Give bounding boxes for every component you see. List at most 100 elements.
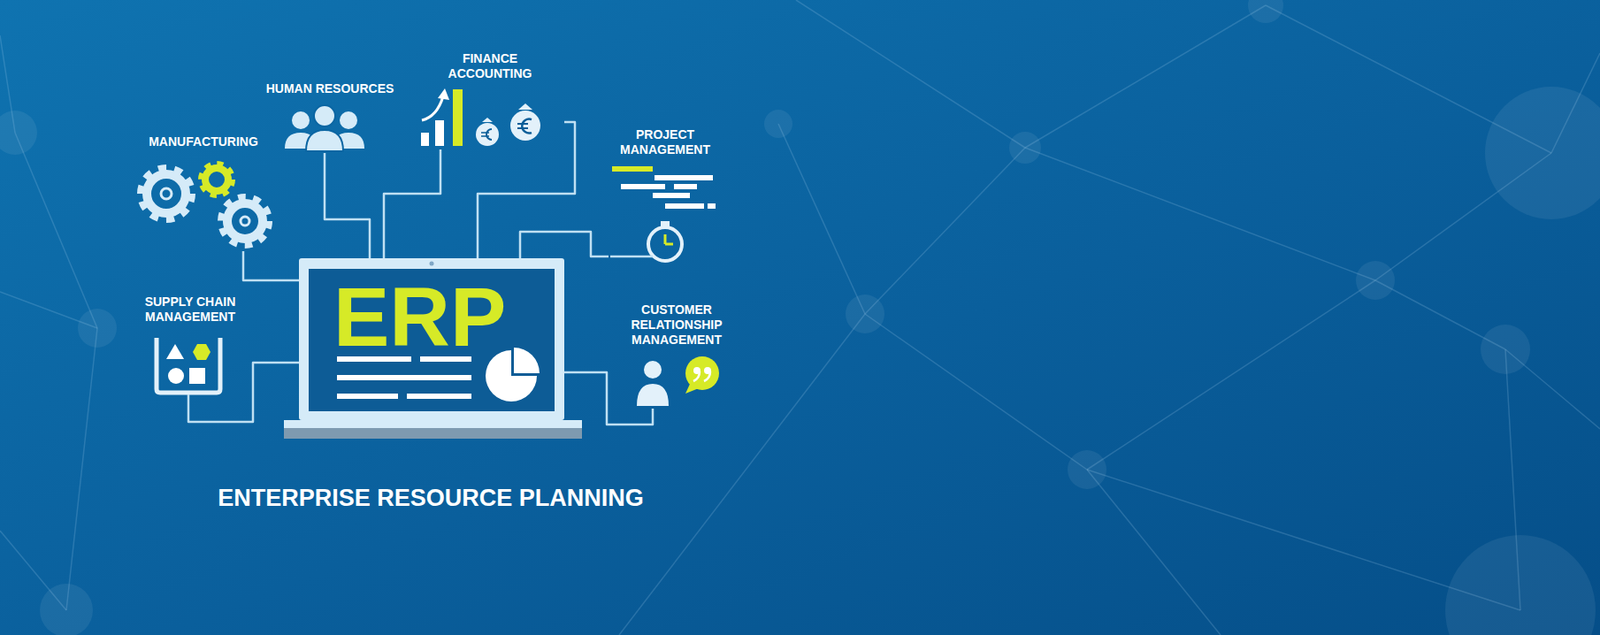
- network-line: [796, 0, 1026, 148]
- network-line: [865, 313, 1088, 470]
- gear-body: [227, 203, 263, 239]
- network-dot: [1355, 260, 1395, 300]
- network-dot: [1445, 535, 1596, 635]
- screen-title: ERP: [333, 275, 506, 360]
- network-line: [66, 328, 98, 611]
- wire-connector: [564, 372, 653, 425]
- network-line: [778, 123, 866, 314]
- supply-chain-icon: [156, 337, 221, 393]
- gantt-bar: [612, 166, 653, 172]
- wire-connector: [477, 122, 575, 259]
- gantt-bar: [620, 183, 666, 190]
- network-line: [1025, 5, 1266, 148]
- hexagon-shape: [192, 344, 211, 360]
- module-label: MANUFACTURING: [137, 132, 270, 150]
- gears-icon: [140, 163, 269, 245]
- network-dot: [845, 294, 885, 334]
- container: [156, 337, 221, 393]
- gantt-bar: [652, 192, 690, 199]
- speech-bubble: [685, 356, 720, 391]
- triangle-shape: [166, 344, 184, 360]
- quote-mark: [704, 371, 711, 382]
- caption: ENTERPRISE RESOURCE PLANNING: [121, 483, 741, 513]
- pie-slice: [513, 347, 540, 374]
- euro-sign: [517, 123, 529, 129]
- people-icon: [284, 105, 365, 152]
- laptop-base-edge: [283, 428, 582, 439]
- module-label: SUPPLY CHAIN MANAGEMENT: [137, 293, 244, 325]
- person-head: [643, 360, 662, 379]
- circle-shape: [168, 367, 184, 384]
- customer-icon: [636, 356, 720, 406]
- laptop-camera: [429, 261, 435, 267]
- euro-sign: [481, 132, 490, 137]
- person-body: [636, 383, 669, 406]
- gantt-bar: [665, 203, 705, 209]
- network-dot: [39, 583, 93, 635]
- network-line: [1087, 469, 1221, 635]
- network-dot: [1480, 324, 1531, 375]
- laptop-icon: [283, 258, 582, 439]
- module-node: PROJECT MANAGEMENT: [608, 126, 722, 264]
- trend-arrow-head: [437, 88, 450, 100]
- wire-connector: [243, 251, 299, 281]
- money-bag-knot: [518, 103, 533, 110]
- text-bar: [406, 393, 472, 399]
- euro-sign: [521, 119, 532, 134]
- network-line: [15, 132, 98, 329]
- project-icon: [610, 166, 716, 261]
- wire: [610, 255, 653, 259]
- square-shape: [189, 367, 206, 384]
- gear-teeth: [200, 163, 233, 196]
- wire-connector: [188, 362, 299, 422]
- wire-connector: [383, 149, 441, 259]
- laptop-bezel: [298, 258, 565, 421]
- euro-sign: [486, 129, 492, 140]
- network-dot: [1067, 450, 1107, 490]
- person-head: [313, 105, 336, 127]
- module-node: HUMAN RESOURCES: [263, 79, 397, 154]
- person-head: [339, 111, 358, 130]
- network-line: [865, 147, 1026, 314]
- module-node: CUSTOMER RELATIONSHIP MANAGEMENT: [619, 302, 735, 409]
- finance-icon: [421, 88, 541, 146]
- gantt-bar: [654, 175, 713, 181]
- wire-connector: [324, 153, 370, 259]
- module-label: CUSTOMER RELATIONSHIP MANAGEMENT: [626, 302, 728, 348]
- network-dot: [1485, 86, 1600, 220]
- chart-bar: [435, 120, 445, 146]
- money-bag-knot: [482, 117, 493, 123]
- text-bar: [336, 375, 472, 381]
- chart-bar: [452, 89, 463, 146]
- laptop-screen: [308, 268, 555, 412]
- module-node: MANUFACTURING: [132, 132, 275, 252]
- module-label: FINANCE ACCOUNTING: [440, 49, 540, 82]
- person-body: [306, 130, 344, 152]
- network-line: [1087, 280, 1376, 470]
- stopwatch-hands: [665, 234, 674, 245]
- text-bar: [336, 393, 399, 399]
- gantt-bar: [673, 183, 697, 190]
- gear-teeth: [140, 168, 192, 220]
- gear-body: [146, 174, 186, 214]
- quote-mark: [693, 371, 700, 382]
- laptop-screen-node: ERP: [298, 258, 565, 421]
- screen-text-bars: [336, 356, 472, 399]
- module-label: HUMAN RESOURCES: [265, 79, 395, 97]
- network-dot: [1009, 131, 1042, 164]
- trend-arrow: [421, 96, 444, 121]
- money-bag: [475, 122, 499, 146]
- gear-hub: [160, 188, 172, 200]
- network-line: [619, 313, 866, 635]
- gear-teeth: [221, 197, 269, 245]
- chart-bar: [421, 132, 429, 146]
- network-dot: [1247, 0, 1284, 23]
- gantt-bar: [707, 203, 716, 209]
- network-dot: [77, 308, 117, 348]
